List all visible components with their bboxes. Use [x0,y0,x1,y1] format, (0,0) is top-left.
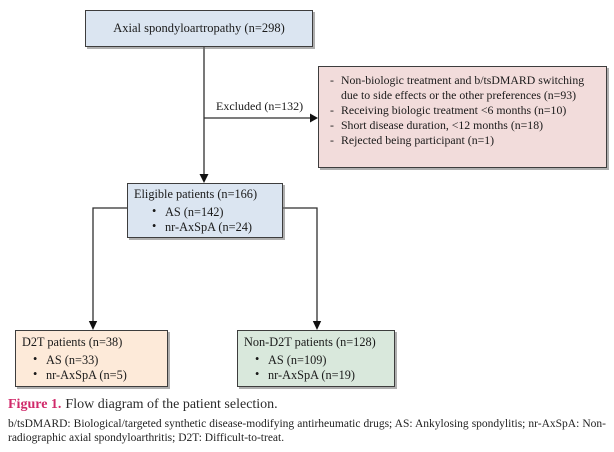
list-item: AS (n=33) [16,352,167,368]
list-item: nr-AxSpA (n=24) [128,219,282,235]
eligible-sublist: AS (n=142) nr-AxSpA (n=24) [128,204,282,235]
flow-box-title: Non-D2T patients (n=128) [244,335,376,349]
flow-box-label: Axial spondyloartropathy (n=298) [113,21,285,35]
excluded-reason-item: Non-biologic treatment and b/tsDMARD swi… [319,73,586,103]
list-item: nr-AxSpA (n=5) [16,367,167,383]
flow-box-non-d2t: Non-D2T patients (n=128) AS (n=109) nr-A… [237,330,395,387]
figure-caption-text: Flow diagram of the patient selection. [65,397,278,412]
arrowhead-down-non-d2t [312,321,322,330]
non-d2t-sublist: AS (n=109) nr-AxSpA (n=19) [238,352,394,383]
list-item: AS (n=142) [128,204,282,220]
figure-number-label: Figure 1. [8,397,62,412]
flow-box-d2t: D2T patients (n=38) AS (n=33) nr-AxSpA (… [15,330,168,387]
list-item: AS (n=109) [238,352,394,368]
flow-box-title: Eligible patients (n=166) [134,187,258,201]
d2t-sublist: AS (n=33) nr-AxSpA (n=5) [16,352,167,383]
flow-box-title: D2T patients (n=38) [22,335,123,349]
excluded-reason-item: Receiving biologic treatment <6 months (… [319,103,586,118]
flow-box-eligible: Eligible patients (n=166) AS (n=142) nr-… [127,183,283,238]
flow-box-axial-spondyloartropathy: Axial spondyloartropathy (n=298) [85,10,313,47]
arrowhead-down-eligible [199,174,209,183]
excluded-reason-item: Short disease duration, <12 months (n=18… [319,118,586,133]
excluded-edge-label: Excluded (n=132) [216,99,304,113]
figure-caption: Figure 1.Flow diagram of the patient sel… [8,397,278,413]
excluded-reason-item: Rejected being participant (n=1) [319,133,586,148]
flow-box-excluded: Non-biologic treatment and b/tsDMARD swi… [318,66,607,168]
arrowhead-right-excluded [310,113,318,123]
figure-footnote: b/tsDMARD: Biological/targeted synthetic… [8,418,606,445]
arrowhead-down-d2t [88,321,98,330]
list-item: nr-AxSpA (n=19) [238,367,394,383]
